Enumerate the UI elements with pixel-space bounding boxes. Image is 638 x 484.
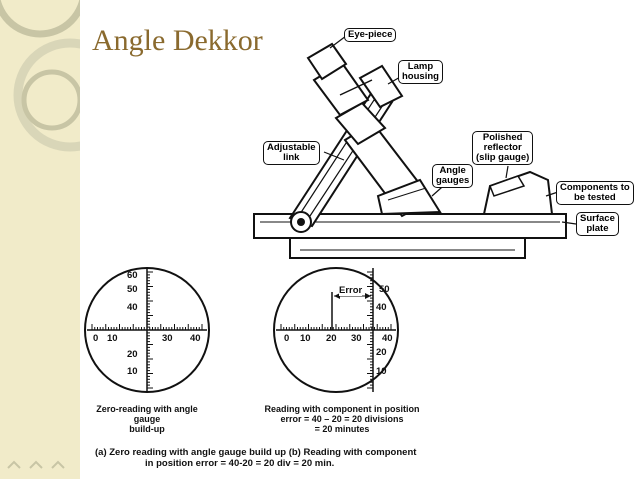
left-h-tick-30: 30 <box>162 333 173 344</box>
left-v-tick-20: 20 <box>127 349 138 360</box>
right-h-tick-0: 0 <box>284 333 290 344</box>
error-label: Error <box>339 285 363 296</box>
figure-caption: (a) Zero reading with angle gauge build … <box>95 447 417 469</box>
nav-arrow-icon <box>51 460 65 469</box>
surface-plate-base <box>289 237 526 259</box>
nav-arrow-icon <box>7 460 21 469</box>
right-v-tick-50: 50 <box>379 284 390 295</box>
right-v-tick-40: 40 <box>376 302 387 313</box>
left-v-tick-60: 60 <box>127 270 138 281</box>
right-v-tick-20: 20 <box>376 347 387 358</box>
left-h-tick-40: 40 <box>190 333 201 344</box>
left-v-tick-50: 50 <box>127 284 138 295</box>
slide-title: Angle Dekkor <box>92 24 263 57</box>
right-h-tick-40: 40 <box>382 333 393 344</box>
left-v-tick-10: 10 <box>127 366 138 377</box>
left-h-tick-0: 0 <box>93 333 99 344</box>
right-h-tick-30: 30 <box>351 333 362 344</box>
left-h-tick-10: 10 <box>107 333 118 344</box>
polished-reflector <box>489 175 526 197</box>
ring-top <box>0 0 87 38</box>
right-v-tick-10: 10 <box>376 366 387 377</box>
label-eye-piece: Eye-piece <box>344 28 397 42</box>
right-h-tick-10: 10 <box>300 333 311 344</box>
left-v-tick-40: 40 <box>127 302 138 313</box>
right-h-tick-20: 20 <box>326 333 337 344</box>
nav-arrow-icon <box>29 460 43 469</box>
